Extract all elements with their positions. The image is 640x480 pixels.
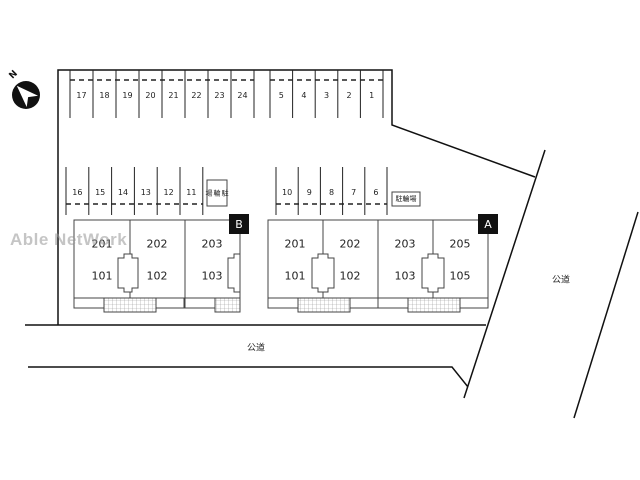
unit-number: 105 bbox=[449, 269, 471, 283]
unit-number: 103 bbox=[201, 269, 223, 283]
building-a-outline bbox=[267, 219, 489, 313]
watermark: Able NetWork bbox=[10, 230, 128, 249]
parking-space-label: 4 bbox=[301, 91, 307, 100]
parking-space-label: 5 bbox=[278, 91, 284, 100]
bike-parking-a-box bbox=[391, 191, 421, 207]
unit-number: 205 bbox=[449, 237, 471, 251]
parking-space-label: 19 bbox=[122, 91, 133, 100]
parking-space-label: 13 bbox=[140, 188, 151, 197]
bike-parking-a-label: 駐輪場 bbox=[395, 194, 417, 203]
parking-space-label: 21 bbox=[168, 91, 179, 100]
building-a-badge: A bbox=[478, 214, 498, 234]
parking-space-label: 1 bbox=[369, 91, 375, 100]
parking-space-label: 20 bbox=[145, 91, 156, 100]
unit-number: 202 bbox=[146, 237, 168, 251]
road-label-bottom: 公道 bbox=[246, 343, 266, 354]
unit-number: 103 bbox=[394, 269, 416, 283]
parking-space-label: 14 bbox=[117, 188, 129, 197]
north-arrow-icon: N bbox=[6, 69, 46, 112]
unit-number: 201 bbox=[91, 237, 113, 251]
parking-space-label: 15 bbox=[95, 188, 106, 197]
parking-space-label: 24 bbox=[237, 91, 248, 100]
unit-number: 202 bbox=[339, 237, 361, 251]
parking-space-label: 10 bbox=[282, 188, 293, 197]
parking-space-label: 11 bbox=[186, 188, 197, 197]
unit-number: 203 bbox=[394, 237, 416, 251]
parking-space-label: 18 bbox=[99, 91, 110, 100]
parking-space-label: 17 bbox=[76, 91, 87, 100]
unit-number: 102 bbox=[146, 269, 168, 283]
parking-space-label: 12 bbox=[163, 188, 174, 197]
unit-number: 101 bbox=[284, 269, 306, 283]
site-boundary bbox=[57, 69, 536, 325]
parking-space-label: 7 bbox=[351, 188, 357, 197]
road-edge-right-outer bbox=[573, 211, 639, 419]
parking-space-label: 16 bbox=[72, 188, 83, 197]
unit-number: 102 bbox=[339, 269, 361, 283]
unit-number: 203 bbox=[201, 237, 223, 251]
bike-parking-b-box bbox=[206, 179, 228, 207]
parking-space-label: 3 bbox=[323, 91, 330, 100]
bike-parking-b-label: 駐 輪 場 bbox=[204, 189, 230, 197]
parking-space-label: 23 bbox=[214, 91, 225, 100]
unit-number: 101 bbox=[91, 269, 113, 283]
unit-number: 201 bbox=[284, 237, 306, 251]
road-label-right: 公道 bbox=[551, 275, 571, 286]
parking-space-label: 9 bbox=[306, 188, 312, 197]
parking-space-label: 2 bbox=[346, 91, 352, 100]
parking-space-label: 22 bbox=[191, 91, 202, 100]
building-b-outline bbox=[73, 219, 241, 313]
building-b-badge: B bbox=[229, 214, 249, 234]
parking-space-label: 8 bbox=[328, 188, 335, 197]
road-edge-lower bbox=[28, 366, 469, 388]
road-edge-right-inner bbox=[463, 149, 546, 399]
parking-space-label: 6 bbox=[373, 188, 379, 197]
